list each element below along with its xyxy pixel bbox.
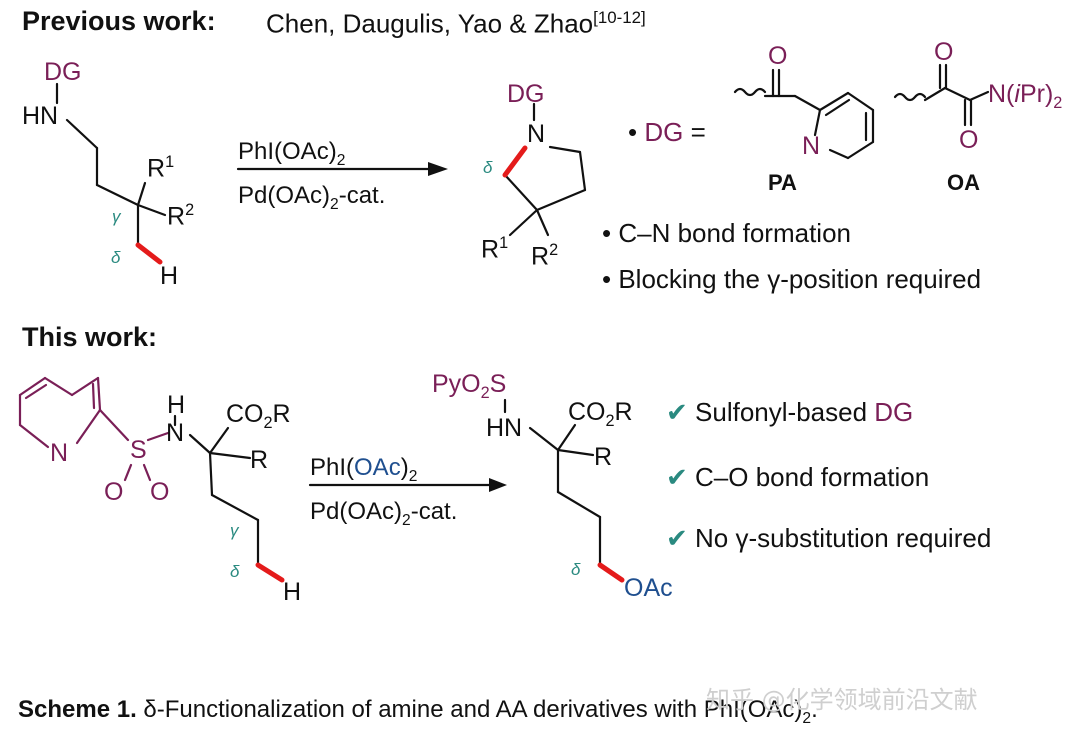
this-substrate-delta-label: δ [230,562,240,581]
substrate-gamma-label: γ [112,207,121,226]
sulfur-label: S [130,436,147,464]
pa-label: PA [768,170,797,195]
previous-catalyst: Pd(OAc)2-cat. [238,182,386,213]
check-item-1: ✔ Sulfonyl-based DG [666,397,914,427]
this-substrate-h-label: H [283,578,302,606]
pa-pyridine-n: N [802,132,821,160]
checkmark-icon: ✔ [666,523,688,553]
oa-amide-label: N(iPr)2 [988,80,1063,112]
check-item-2: ✔ C–O bond formation [666,462,930,492]
substrate-dg-label: DG [44,58,82,86]
check-item-3: ✔ No γ-substitution required [666,523,992,553]
sulfonyl-o1-label: O [104,478,124,506]
pyo2s-label: PyO2S [432,370,507,402]
this-work-header: This work: [22,322,158,352]
product-n-label: N [527,120,546,148]
substrate-r1-label: R1 [147,153,175,183]
previous-work-authors: Chen, Daugulis, Yao & Zhao[10-12] [266,8,646,40]
product-r2-label: R2 [531,241,559,271]
product-r-label: R [594,443,613,471]
oa-label: OA [947,170,980,195]
previous-bullet-2: • Blocking the γ-position required [602,264,982,294]
scheme-caption: Scheme 1. δ-Functionalization of amine a… [18,696,818,727]
product-co2r-label: CO2R [568,398,633,430]
reference-citation: [10-12] [593,8,646,27]
substrate-r-label: R [250,446,269,474]
checkmark-icon: ✔ [666,462,688,492]
substrate-co2r-label: CO2R [226,400,291,432]
previous-work-header: Previous work: [22,6,216,36]
substrate-h-label: H [160,262,179,290]
product-delta-label: δ [483,158,493,177]
this-product-delta-label: δ [571,560,581,579]
pyridine-n-label: N [50,439,69,467]
amine-h-label: H [167,391,186,419]
product-hn-label: HN [486,414,523,442]
watermark-text: 知乎 @化学领域前沿文献 [706,686,978,714]
sulfonyl-o2-label: O [150,478,170,506]
substrate-delta-label: δ [111,248,121,267]
product-r1-label: R1 [481,234,509,264]
checkmark-icon: ✔ [666,397,688,427]
this-substrate-gamma-label: γ [230,521,239,540]
amine-n-label: N [166,419,185,447]
substrate-hn-label: HN [22,102,59,130]
this-oxidant: PhI(OAc)2 [310,454,418,485]
oa-carbonyl-o2: O [959,126,979,154]
previous-oxidant: PhI(OAc)2 [238,138,346,169]
product-dg-label: DG [507,80,545,108]
oa-carbonyl-o1: O [934,38,954,66]
authors-text: Chen, Daugulis, Yao & Zhao [266,8,594,39]
product-oac-label: OAc [624,574,673,602]
this-catalyst: Pd(OAc)2-cat. [310,498,458,529]
pa-carbonyl-o: O [768,42,788,70]
substrate-r2-label: R2 [167,201,195,231]
dg-definition: • DG = [628,117,706,147]
previous-bullet-1: • C–N bond formation [602,218,852,248]
